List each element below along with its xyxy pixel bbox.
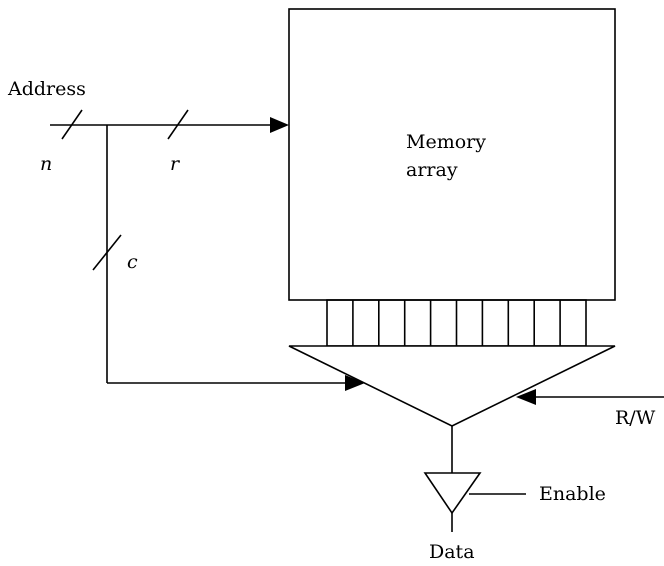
column-lines [326, 299, 587, 347]
n-label: n [40, 153, 52, 175]
rw-label: R/W [615, 407, 656, 429]
rw-arrowhead [516, 389, 536, 405]
column-multiplexer [288, 345, 616, 427]
enable-label: Enable [539, 483, 606, 505]
c-label: c [127, 251, 138, 273]
data-label: Data [429, 541, 475, 563]
r-label: r [170, 153, 181, 175]
memory-array-label-line1: Memory [406, 131, 486, 153]
address-bus-slash-n [61, 109, 83, 140]
memory-array-label-line2: array [406, 159, 458, 181]
column-address-arrowhead [345, 375, 365, 391]
column-address-slash-c [92, 234, 122, 271]
address-bus-slash-r [167, 109, 189, 140]
output-buffer [423, 472, 482, 515]
address-bus-arrowhead [270, 117, 289, 133]
address-label: Address [7, 78, 86, 100]
memory-array-block [288, 8, 616, 301]
